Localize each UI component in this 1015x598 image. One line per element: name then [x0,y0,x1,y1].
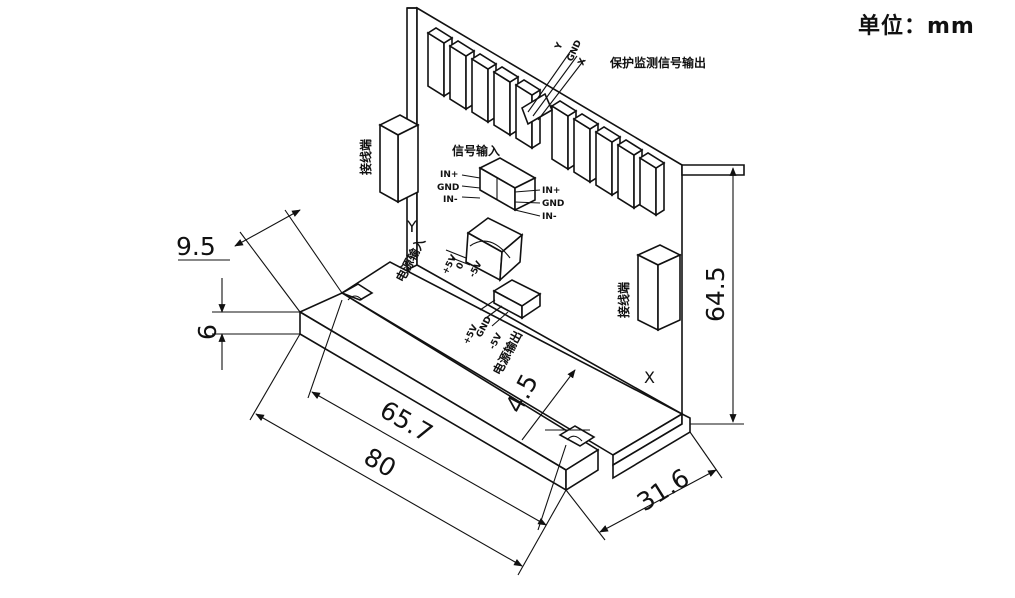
power-input-connector [445,217,524,282]
dim-31-6 [565,431,723,541]
dim-9-5-label: 9.5 [176,232,216,261]
dim-31-6-label: 31.6 [632,463,695,517]
axis-x-label: X [644,368,655,387]
dim-64-5-label: 64.5 [701,266,730,322]
dim-6 [212,278,300,370]
label-signal-input: 信号输入 [452,143,500,158]
pin-pw-in-2: 0 [455,261,467,271]
power-output-connector [479,279,542,327]
signal-input-connector [461,157,541,217]
connector-left [378,114,420,204]
relay-row [426,27,666,217]
label-connector-left: 接线端 [358,139,373,175]
pin-in-minus-right: IN- [542,212,557,222]
pin-in-minus-left: IN- [443,195,458,205]
pin-in-plus-left: IN+ [440,170,458,180]
dim-64-5 [690,167,744,425]
pin-gnd-right: GND [542,199,564,209]
unit-label: 单位：mm [858,14,975,39]
pin-top-y: Y [553,41,565,52]
pin-in-plus-right: IN+ [542,186,560,196]
dim-9-5 [178,209,343,313]
dim-80 [249,333,567,576]
axis-y-label: Y [406,217,417,236]
pin-gnd-left: GND [437,183,459,193]
label-connector-right: 接线端 [616,282,631,318]
connector-right [636,244,682,332]
dim-4-5 [521,369,590,441]
label-protect-output: 保护监测信号输出 [609,55,706,70]
dim-6-label: 6 [193,324,222,340]
pin-top-x: X [577,57,589,68]
